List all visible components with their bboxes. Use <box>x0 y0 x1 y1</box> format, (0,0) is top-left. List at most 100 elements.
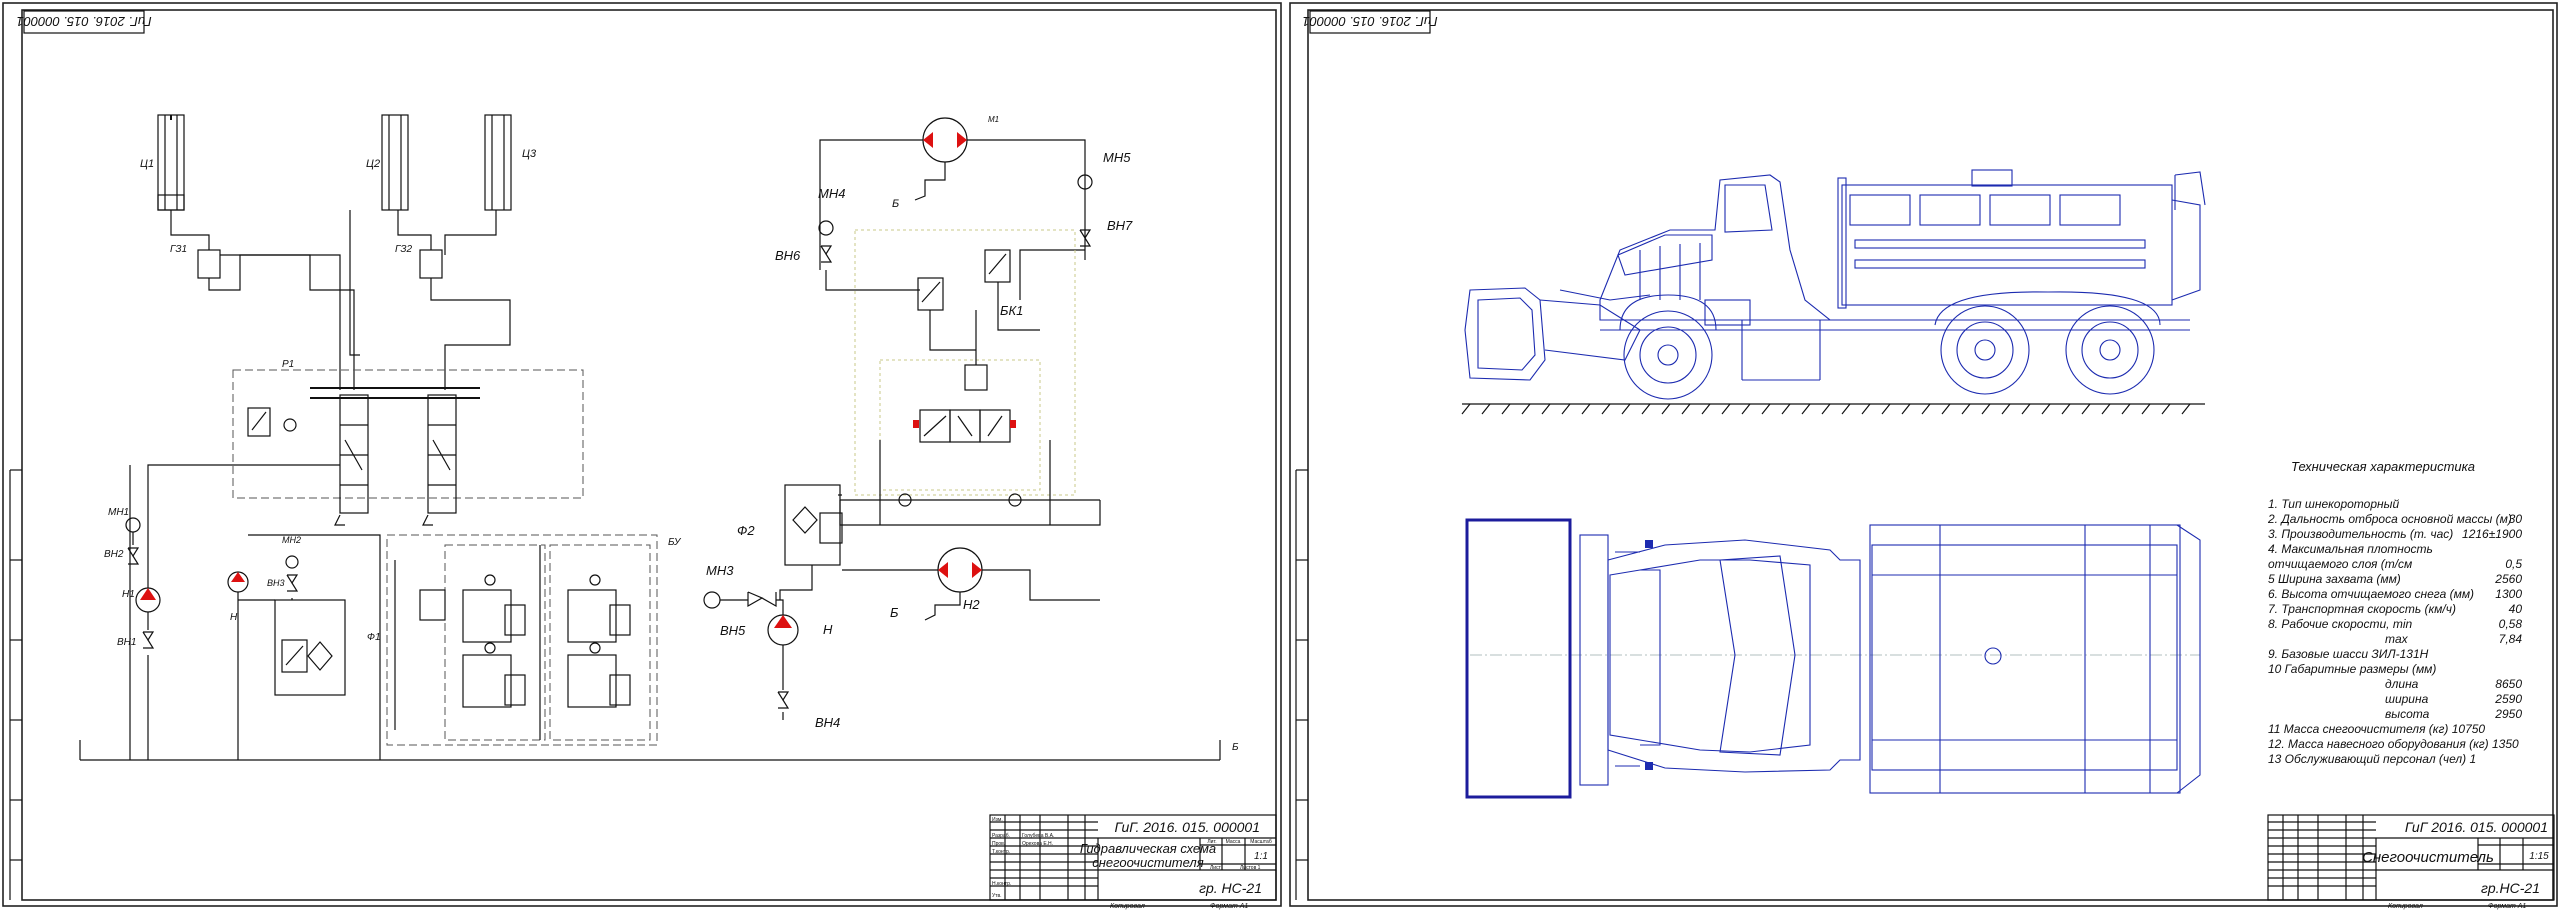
label-n-pump: Н <box>823 622 833 637</box>
spec-label: 5 Ширина захвата (мм) <box>2268 572 2401 586</box>
sheet1-inner-frame <box>21 9 1277 901</box>
spec-label: 4. Максимальная плотность <box>2268 542 2433 556</box>
spec-label: 6. Высота отчищаемого снега (мм) <box>2268 587 2474 601</box>
sheet1-row-razrab: Разраб. <box>992 833 1010 839</box>
spec-label: длина <box>2385 677 2419 691</box>
sheet2-format: Формат А1 <box>2488 903 2526 910</box>
label-gz1: ГЗ1 <box>170 244 187 255</box>
label-f1: Ф1 <box>367 632 381 643</box>
sheet1-row-nkontr: Н.контр. <box>992 881 1011 887</box>
label-mn3: МН3 <box>706 563 734 578</box>
label-p1: Р1 <box>282 359 294 370</box>
label-n2: Н2 <box>963 597 980 612</box>
label-f2: Ф2 <box>737 523 755 538</box>
filter-f2 <box>779 484 843 600</box>
spec-label: 7. Транспортная скорость (км/ч) <box>2268 602 2456 616</box>
label-mn1: МН1 <box>108 507 129 518</box>
sheet1-group: гр. НС-21 <box>1199 880 1262 896</box>
pump-h1-group <box>125 464 340 760</box>
sheet2-top-stamp: ГиГ. 2016. 015. 000001 <box>1302 14 1437 29</box>
label-vn7: ВН7 <box>1107 218 1133 233</box>
spec-label: 9. Базовые шасси ЗИЛ-131Н <box>2268 647 2429 661</box>
sheet1-title-line2: снегоочистителя <box>1092 855 1204 870</box>
sheet2-inner-frame <box>1307 9 2554 901</box>
sheet1-top-stamp-box <box>23 10 145 34</box>
snowplow-side-view <box>1461 169 2206 415</box>
label-vn2: ВН2 <box>104 549 124 560</box>
sheet1-hdr-scale: Масштаб <box>1250 839 1272 845</box>
label-vn3: ВН3 <box>267 578 285 588</box>
spec-value: 2590 <box>2494 692 2522 706</box>
block-bk1 <box>839 229 1101 526</box>
sheet1-hdr-sheets: Листов 1 <box>1240 865 1261 871</box>
label-c3: Ц3 <box>522 148 537 160</box>
label-b-mid: Б <box>890 605 899 620</box>
label-n: Н <box>230 612 238 623</box>
sheet-snowplow: ГиГ. 2016. 015. 000001 <box>1289 2 2558 910</box>
label-bu: БУ <box>668 537 682 548</box>
spec-label: 3. Производительность (т. час) <box>2268 527 2453 541</box>
spec-label: max <box>2385 632 2409 646</box>
pump-n2 <box>842 547 1100 621</box>
label-gz2: ГЗ2 <box>395 244 412 255</box>
spec-value: 30 <box>2509 512 2523 526</box>
label-n1: Н1 <box>122 589 135 600</box>
hydraulic-lock-gz2 <box>419 249 443 279</box>
sheet2-title: Снегоочиститель <box>2362 849 2494 866</box>
spec-value: 1300 <box>2495 587 2522 601</box>
sheet1-row-izm: Изм. <box>992 817 1003 823</box>
spec-value: 7,84 <box>2499 632 2523 646</box>
spec-label: 2. Дальность отброса основной массы (м) <box>2267 512 2512 526</box>
sheet1-hdr-mass: Масса <box>1226 839 1241 845</box>
label-mn5: МН5 <box>1103 150 1131 165</box>
spec-label: 13 Обслуживающий персонал (чел) 1 <box>2268 752 2476 766</box>
sheet2-binding-strip <box>1295 469 1308 900</box>
spec-label: высота <box>2385 707 2430 721</box>
spec-label: отчищаемого слоя (т/см <box>2268 557 2412 571</box>
sheet1-format: Формат А1 <box>1210 903 1248 910</box>
snowplow-top-view <box>1465 518 2201 799</box>
label-m1: М1 <box>988 115 999 124</box>
sheet1-row-prov: Пров. <box>992 841 1005 847</box>
hydraulic-lock-gz1 <box>197 249 221 279</box>
label-vn1: ВН1 <box>117 637 136 648</box>
sheet1-top-stamp: ГиГ. 2016. 015. 000001 <box>16 14 151 29</box>
sheet-hydraulic-scheme: ГиГ. 2016. 015. 000001 Ц1 Ц2 Ц3 ГЗ1 ГЗ2 <box>2 2 1282 910</box>
sheet1-binding-strip <box>9 469 22 900</box>
pump-n-right <box>703 591 799 720</box>
control-block-bu <box>386 534 658 746</box>
label-b-bottom: Б <box>1232 742 1239 753</box>
sheet2-copied: Копировал <box>2388 903 2423 910</box>
cylinder-c3 <box>484 114 512 211</box>
sheet1-copied: Копировал <box>1110 903 1145 910</box>
specs-title: Техническая характеристика <box>2291 459 2475 474</box>
spec-value: 0,5 <box>2505 557 2522 571</box>
pump-h-group <box>227 555 346 760</box>
sheet2-outer-frame <box>1289 2 2558 907</box>
sheet1-row-tkontr: Т.контр. <box>992 849 1010 855</box>
sheet2-code: ГиГ 2016. 015. 000001 <box>2405 819 2548 835</box>
label-vn5: ВН5 <box>720 623 746 638</box>
label-vn4: ВН4 <box>815 715 840 730</box>
label-c1: Ц1 <box>140 158 154 170</box>
sheet1-scale: 1:1 <box>1254 851 1268 862</box>
sheet2-title-block <box>2267 814 2555 901</box>
cylinder-pipes <box>170 210 511 390</box>
sheet1-title-line1: Гидравлическая схема <box>1080 841 1216 856</box>
sheet1-name-razrab: Голубева В.А. <box>1022 833 1054 839</box>
sheet1-name-prov: Орехова Е.Н. <box>1022 841 1053 847</box>
cylinder-c2 <box>381 114 409 211</box>
spec-label: 8. Рабочие скорости, min <box>2268 617 2412 631</box>
spec-label: 10 Габаритные размеры (мм) <box>2268 662 2436 676</box>
sheet1-hdr-lit: Лит. <box>1207 839 1216 845</box>
sheet1-outer-frame <box>2 2 1282 907</box>
label-vn6: ВН6 <box>775 248 801 263</box>
sheet1-hdr-sheet: Лист <box>1210 865 1222 871</box>
spec-value: 2560 <box>2494 572 2522 586</box>
sheet1-row-utv: Утв. <box>992 893 1002 899</box>
gauge-mn5-valve-vn7 <box>1019 174 1093 300</box>
label-c2: Ц2 <box>366 158 380 170</box>
sheet2-group: гр.НС-21 <box>2481 880 2540 896</box>
gauge-mn4-valve-vn6 <box>818 220 920 291</box>
